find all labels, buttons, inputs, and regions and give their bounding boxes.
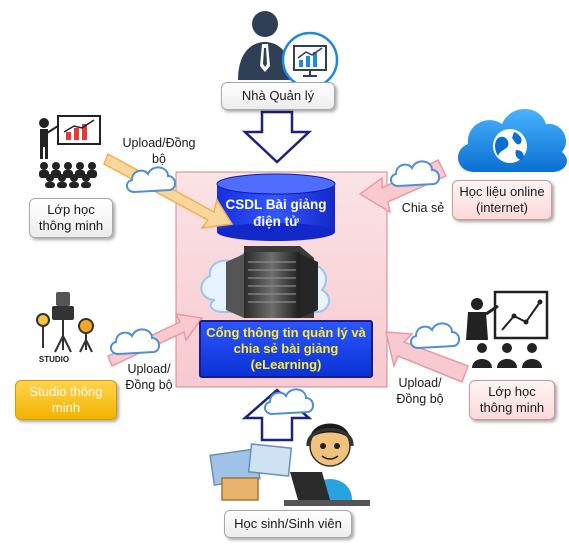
database-cylinder: [216, 173, 336, 241]
database-title-line2: điện tử: [253, 213, 299, 229]
elearning-portal-box: Cổng thông tin quản lý và chia sẻ bài gi…: [199, 320, 373, 378]
smart-class-left-line1: Lớp học: [47, 201, 95, 217]
portal-line2: chia sẻ bài giảng: [233, 341, 339, 357]
cloud-globe-icon: [457, 109, 567, 172]
cloud-icon: [110, 328, 160, 356]
cloud-icon: [264, 388, 314, 416]
manager-label: Nhà Quản lý: [241, 87, 315, 103]
smart-class-left-line2: thông minh: [38, 218, 104, 233]
smart-class-right-box: Lớp học thông minh: [469, 380, 555, 420]
student-computer-icon: [209, 423, 370, 506]
flow-label-upload-left: Upload/ Đồng bộ: [118, 362, 180, 393]
manager-chart-icon: [238, 11, 339, 89]
smart-class-right-line1: Lớp học: [488, 383, 536, 399]
cloud-icon: [410, 322, 460, 350]
flow-label-upload-top-left-line1: Upload/Đồng: [122, 136, 196, 150]
presentation-audience-icon: [39, 115, 101, 188]
studio-box: Studio thông minh: [15, 380, 117, 420]
arrow-manager-down: [241, 110, 313, 164]
server-cloud-icon: [200, 246, 331, 318]
portal-line1: Cổng thông tin quản lý và: [206, 325, 366, 341]
flow-label-upload-left-line2: Đồng bộ: [125, 377, 173, 392]
flow-label-upload-top-left-line2: bộ: [152, 151, 166, 166]
flow-label-upload-right-line1: Upload/: [398, 376, 442, 390]
studio-lights-icon: [36, 292, 94, 353]
cloud-icon: [390, 160, 440, 188]
flow-label-upload-top-left: Upload/Đồng bộ: [116, 136, 202, 167]
smart-class-left-box: Lớp học thông minh: [29, 198, 113, 238]
database-title-line1: CSDL Bài giảng: [225, 197, 327, 212]
students-box: Học sinh/Sinh viên: [224, 510, 352, 538]
cloud-icon: [126, 166, 176, 194]
flow-label-upload-left-line1: Upload/: [127, 362, 171, 376]
online-materials-line2: (internet): [475, 200, 529, 215]
flow-label-share: Chia sẻ: [401, 201, 445, 215]
smart-class-right-line2: thông minh: [479, 400, 545, 415]
database-title: CSDL Bài giảng điện tử: [216, 197, 336, 231]
online-materials-box: Học liệu online (internet): [452, 180, 552, 220]
arrow-upload-right: [385, 331, 469, 383]
studio-line2: minh: [51, 400, 81, 415]
flow-label-upload-right-line2: Đồng bộ: [396, 391, 444, 406]
flow-label-upload-right: Upload/ Đồng bộ: [388, 376, 452, 407]
students-label: Học sinh/Sinh viên: [234, 515, 342, 531]
teacher-board-icon: [466, 290, 549, 368]
portal-line3: (eLearning): [250, 356, 322, 372]
manager-box: Nhà Quản lý: [221, 82, 335, 110]
studio-sign: STUDIO: [38, 355, 70, 364]
studio-line1: Studio thông: [29, 383, 103, 399]
online-materials-line1: Học liệu online: [459, 183, 545, 199]
